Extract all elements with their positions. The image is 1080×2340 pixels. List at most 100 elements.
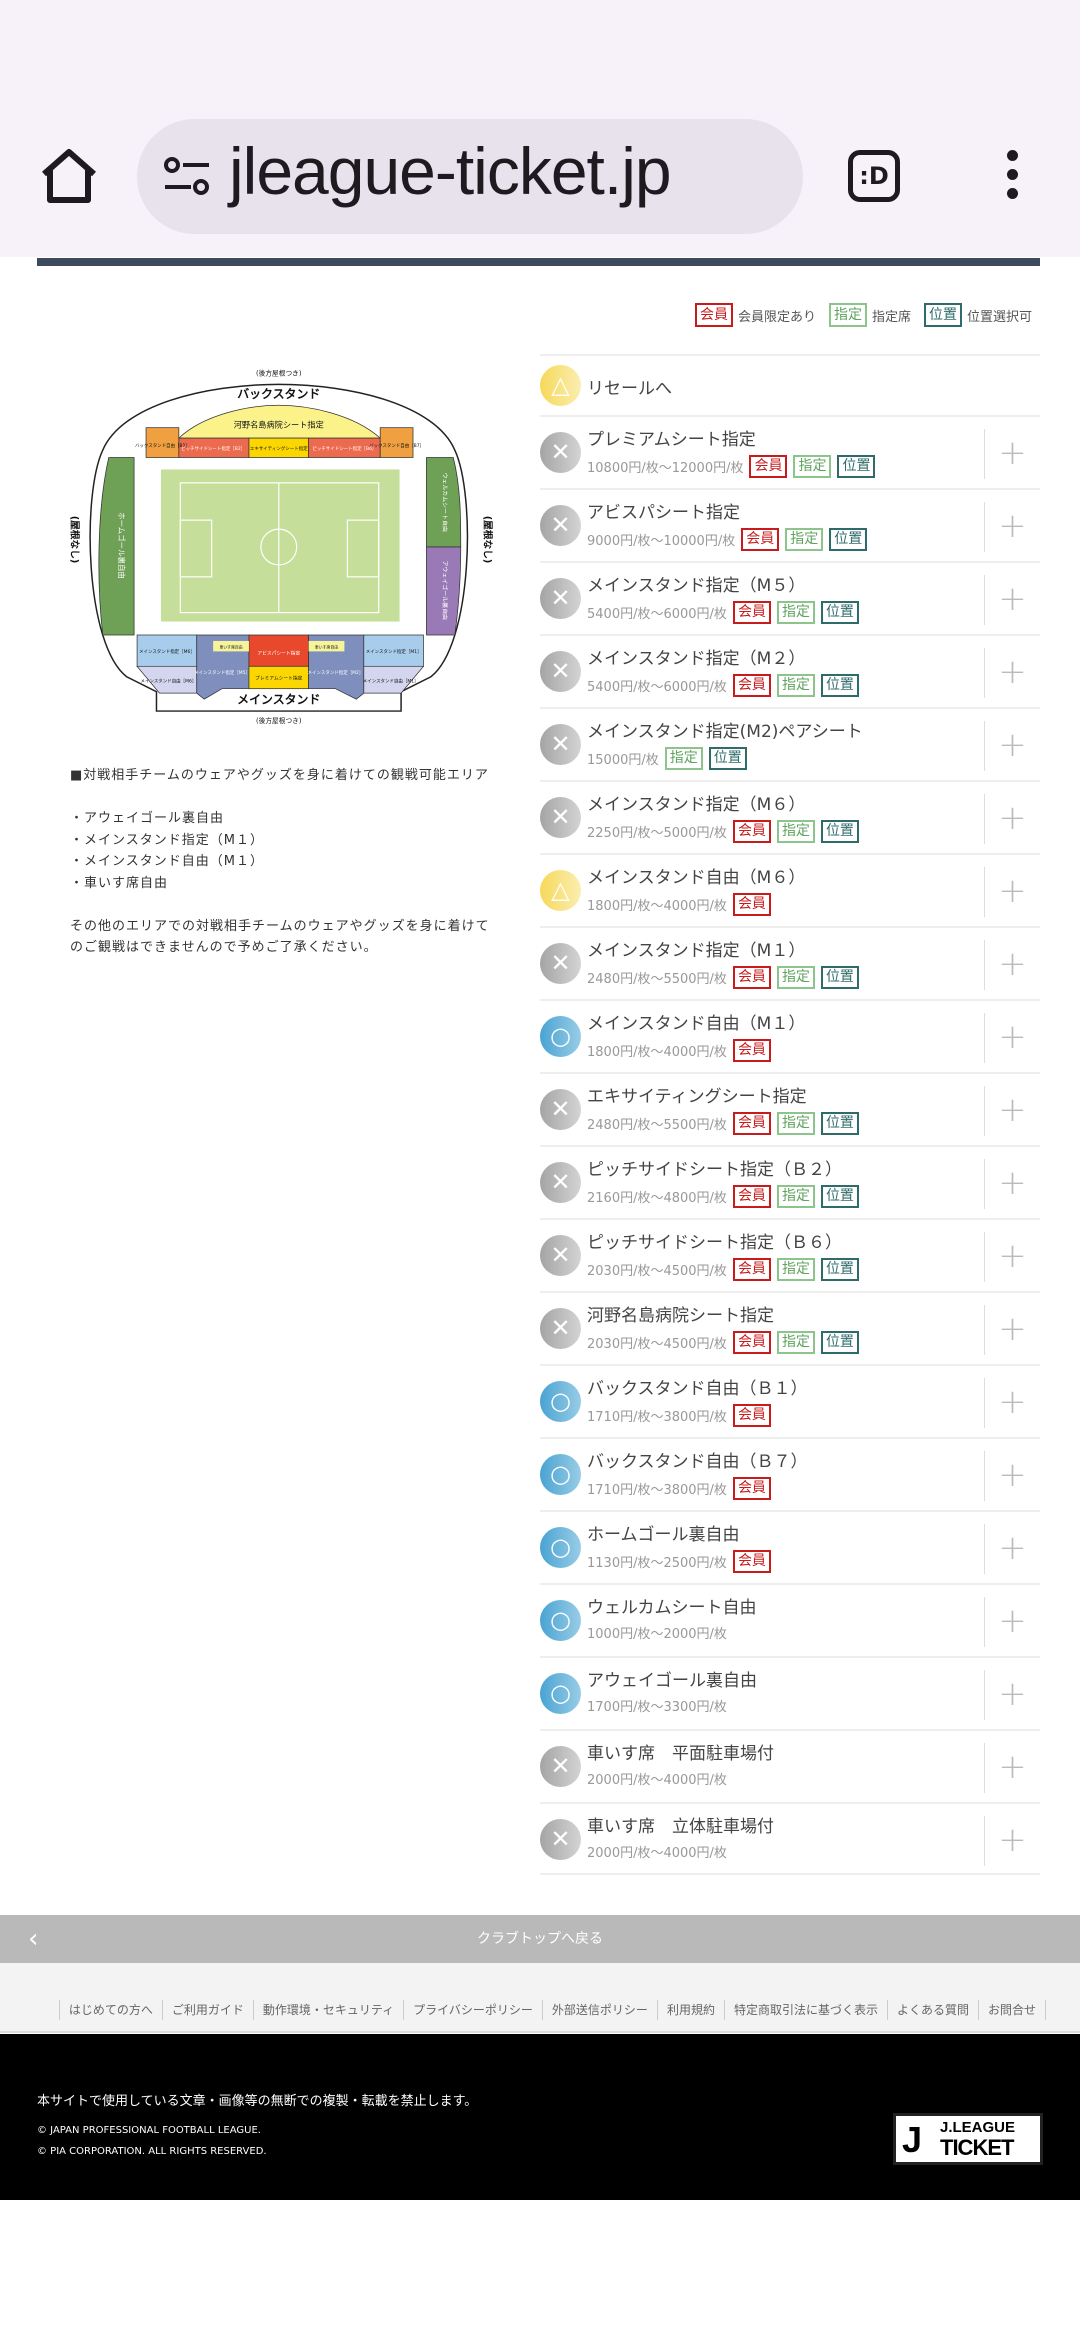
expand-plus-icon[interactable]: + <box>984 1159 1040 1209</box>
legend-badge-position: 位置 <box>923 303 962 327</box>
map-label: メインスタンド <box>237 693 320 707</box>
zone-b1 <box>145 427 180 458</box>
position-badge: 位置 <box>837 455 876 478</box>
footer-link[interactable]: 利用規約 <box>656 2000 724 2020</box>
map-label: バックスタンド <box>237 387 320 401</box>
footer-link[interactable]: 特定商取引法に基づく表示 <box>723 2000 887 2020</box>
seat-name: メインスタンド指定(M2)ペアシート <box>587 722 863 742</box>
seat-row[interactable]: ✕ ピッチサイドシート指定（Ｂ２） 2160円/枚～4800円/枚会員指定位置+ <box>540 1145 1040 1218</box>
seat-price: 1710円/枚～3800円/枚 <box>587 1483 727 1498</box>
seat-row[interactable]: ○ メインスタンド自由（M１） 1800円/枚～4000円/枚会員+ <box>540 999 1040 1072</box>
seat-row[interactable]: ✕ メインスタンド指定（M５） 5400円/枚～6000円/枚会員指定位置+ <box>540 561 1040 634</box>
reserved-badge: 指定 <box>793 455 832 478</box>
expand-plus-icon[interactable]: + <box>984 1232 1040 1282</box>
expand-plus-icon[interactable]: + <box>984 429 1040 479</box>
expand-plus-icon[interactable]: + <box>984 1816 1040 1866</box>
footer-link[interactable]: よくある質問 <box>886 2000 978 2020</box>
footer-link[interactable]: お問合せ <box>977 2000 1046 2020</box>
footer-link[interactable]: ご利用ガイド <box>161 2000 253 2020</box>
seat-row[interactable]: ✕ プレミアムシート指定 10800円/枚～12000円/枚会員指定位置+ <box>540 415 1040 488</box>
position-badge: 位置 <box>820 1331 859 1354</box>
seat-price: 2160円/枚～4800円/枚 <box>587 1191 727 1206</box>
seat-row[interactable]: ✕ 河野名島病院シート指定 2030円/枚～4500円/枚会員指定位置+ <box>540 1291 1040 1364</box>
seat-row[interactable]: ✕ 車いす席 立体駐車場付 2000円/枚～4000円/枚+ <box>540 1802 1040 1875</box>
seat-row[interactable]: ✕ アビスパシート指定 9000円/枚～10000円/枚会員指定位置+ <box>540 488 1040 561</box>
seat-name: ホームゴール裏自由 <box>587 1525 740 1545</box>
more-menu-icon[interactable] <box>1000 150 1024 206</box>
expand-plus-icon[interactable]: + <box>984 1670 1040 1720</box>
resale-link[interactable]: △ リセールへ <box>540 354 1040 415</box>
member-badge: 会員 <box>732 820 771 843</box>
expand-plus-icon[interactable]: + <box>984 502 1040 552</box>
expand-plus-icon[interactable]: + <box>984 1451 1040 1501</box>
footer-link[interactable]: 動作環境・セキュリティ <box>252 2000 403 2020</box>
footer-link[interactable]: プライバシーポリシー <box>403 2000 542 2020</box>
seat-row[interactable]: △ メインスタンド自由（M６） 1800円/枚～4000円/枚会員+ <box>540 853 1040 926</box>
footer-link[interactable]: はじめての方へ <box>58 2000 162 2020</box>
expand-plus-icon[interactable]: + <box>984 648 1040 698</box>
seat-list: △ リセールへ ✕ プレミアムシート指定 10800円/枚～12000円/枚会員… <box>540 354 1040 1875</box>
map-label: ピッチサイドシート指定［B2］ <box>181 445 245 452</box>
map-label: 河野名島病院シート指定 <box>234 420 324 430</box>
home-icon[interactable] <box>38 148 100 204</box>
member-badge: 会員 <box>732 1112 771 1135</box>
seat-row[interactable]: ✕ メインスタンド指定（M１） 2480円/枚～5500円/枚会員指定位置+ <box>540 926 1040 999</box>
expand-plus-icon[interactable]: + <box>984 1524 1040 1574</box>
reserved-badge: 指定 <box>776 820 815 843</box>
member-badge: 会員 <box>732 601 771 624</box>
map-label: 車いす席自由 <box>219 644 242 649</box>
seat-row[interactable]: ○ ホームゴール裏自由 1130円/枚～2500円/枚会員+ <box>540 1510 1040 1583</box>
url-text[interactable]: jleague-ticket.jp <box>229 134 672 208</box>
seat-row[interactable]: ○ バックスタンド自由（Ｂ７） 1710円/枚～3800円/枚会員+ <box>540 1437 1040 1510</box>
map-label: バックスタンド自由［B7］ <box>369 442 424 449</box>
expand-plus-icon[interactable]: + <box>984 794 1040 844</box>
expand-plus-icon[interactable]: + <box>984 1743 1040 1793</box>
seat-row[interactable]: ○ バックスタンド自由（Ｂ１） 1710円/枚～3800円/枚会員+ <box>540 1364 1040 1437</box>
reserved-badge: 指定 <box>776 966 815 989</box>
tab-switcher-button[interactable]: :D <box>848 150 900 202</box>
member-badge: 会員 <box>732 966 771 989</box>
seat-name: ピッチサイドシート指定（Ｂ２） <box>587 1160 842 1180</box>
seat-row[interactable]: ✕ ピッチサイドシート指定（Ｂ６） 2030円/枚～4500円/枚会員指定位置+ <box>540 1218 1040 1291</box>
seat-name: 車いす席 平面駐車場付 <box>587 1744 774 1764</box>
seat-name: プレミアムシート指定 <box>587 430 756 450</box>
footer: 本サイトで使用している文章・画像等の無断での複製・転載を禁止します。 © JAP… <box>0 2034 1080 2200</box>
expand-plus-icon[interactable]: + <box>984 867 1040 917</box>
seat-row[interactable]: ✕ エキサイティングシート指定 2480円/枚～5500円/枚会員指定位置+ <box>540 1072 1040 1145</box>
seat-price: 1000円/枚～2000円/枚 <box>587 1627 727 1642</box>
available-icon: ○ <box>540 1673 581 1714</box>
seat-price: 2250円/枚～5000円/枚 <box>587 826 727 841</box>
expand-plus-icon[interactable]: + <box>984 940 1040 990</box>
seat-row[interactable]: ✕ 車いす席 平面駐車場付 2000円/枚～4000円/枚+ <box>540 1729 1040 1802</box>
seat-row[interactable]: ○ アウェイゴール裏自由 1700円/枚～3300円/枚+ <box>540 1656 1040 1729</box>
member-badge: 会員 <box>732 1404 771 1427</box>
map-label-no-roof-left: (屋根なし) <box>68 516 81 564</box>
seat-price: 15000円/枚 <box>587 753 659 768</box>
seat-row[interactable]: ✕ メインスタンド指定（M６） 2250円/枚～5000円/枚会員指定位置+ <box>540 780 1040 853</box>
seat-row[interactable]: ✕ メインスタンド指定(M2)ペアシート 15000円/枚指定位置+ <box>540 707 1040 780</box>
seat-row[interactable]: ✕ メインスタンド指定（M２） 5400円/枚～6000円/枚会員指定位置+ <box>540 634 1040 707</box>
zone-wheel-l <box>213 640 249 652</box>
expand-plus-icon[interactable]: + <box>984 1013 1040 1063</box>
copyright-jleague: © JAPAN PROFESSIONAL FOOTBALL LEAGUE. <box>37 2125 261 2136</box>
notes-footer: その他のエリアでの対戦相手チームのウェアやグッズを身に着けて <box>70 918 490 934</box>
back-to-club-top-button[interactable]: ‹ クラブトップへ戻る <box>0 1915 1080 1963</box>
site-settings-icon[interactable] <box>163 155 211 199</box>
expand-plus-icon[interactable]: + <box>984 1086 1040 1136</box>
notes-item: ・メインスタンド自由（M１） <box>70 854 264 869</box>
expand-plus-icon[interactable]: + <box>984 1378 1040 1428</box>
map-label: メインスタンド指定［M2］ <box>308 669 364 676</box>
expand-plus-icon[interactable]: + <box>984 721 1040 771</box>
seat-name: メインスタンド指定（M１） <box>587 941 806 961</box>
seat-price: 1700円/枚～3300円/枚 <box>587 1700 727 1715</box>
address-bar[interactable]: jleague-ticket.jp <box>137 119 803 234</box>
expand-plus-icon[interactable]: + <box>984 1305 1040 1355</box>
expand-plus-icon[interactable]: + <box>984 1597 1040 1647</box>
map-label: メインスタンド自由［M6］ <box>141 678 197 685</box>
seat-row[interactable]: ○ ウェルカムシート自由 1000円/枚～2000円/枚+ <box>540 1583 1040 1656</box>
seat-price: 1710円/枚～3800円/枚 <box>587 1410 727 1425</box>
expand-plus-icon[interactable]: + <box>984 575 1040 625</box>
available-icon: ○ <box>540 1527 581 1568</box>
member-badge: 会員 <box>741 528 780 551</box>
footer-link[interactable]: 外部送信ポリシー <box>541 2000 657 2020</box>
